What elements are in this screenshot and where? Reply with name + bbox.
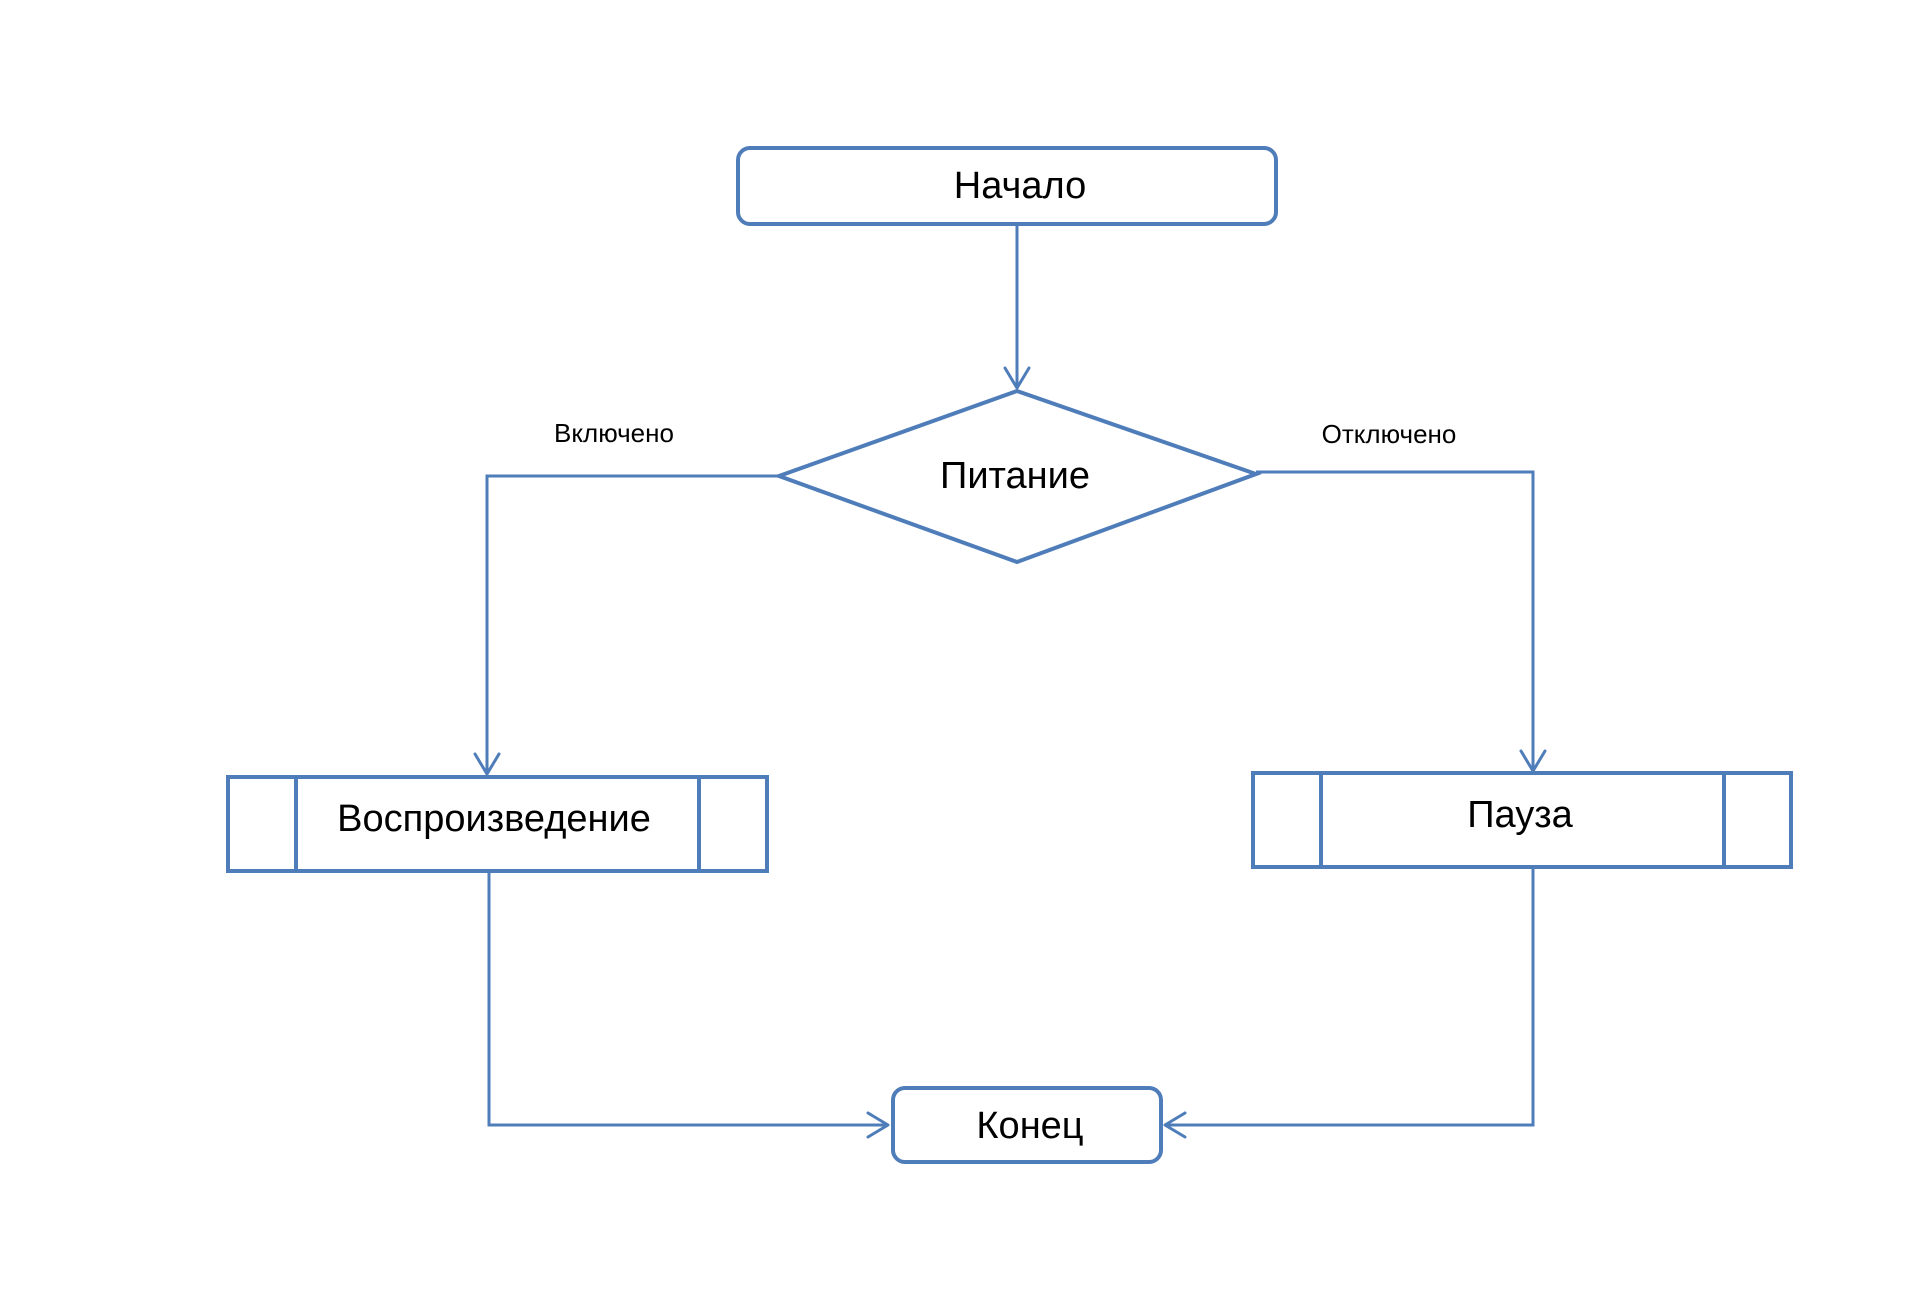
connector-decision-to-playback [485, 474, 778, 772]
playback-label: Воспроизведение [337, 798, 651, 840]
connector-decision-to-pause [1256, 470, 1535, 769]
arrowhead-playback-top [473, 752, 501, 776]
edge-label-off: Отключено [1322, 419, 1457, 449]
arrowhead-end-right [1163, 1111, 1187, 1139]
end-label: Конец [976, 1105, 1083, 1147]
connector-playback-to-end [487, 872, 888, 1127]
end-node: Конец [891, 1086, 1163, 1164]
pause-node: Пауза [1251, 771, 1793, 869]
connector-pause-to-end [1165, 869, 1535, 1127]
edge-label-on: Включено [554, 418, 674, 448]
start-label: Начало [954, 165, 1086, 207]
playback-node: Воспроизведение [226, 775, 769, 873]
start-node: Начало [736, 146, 1278, 226]
pause-label: Пауза [1467, 794, 1573, 836]
arrowhead-decision-top [1003, 366, 1031, 390]
decision-label: Питание [940, 455, 1090, 497]
decision-node: Питание [773, 388, 1262, 565]
arrowhead-end-left [866, 1111, 890, 1139]
